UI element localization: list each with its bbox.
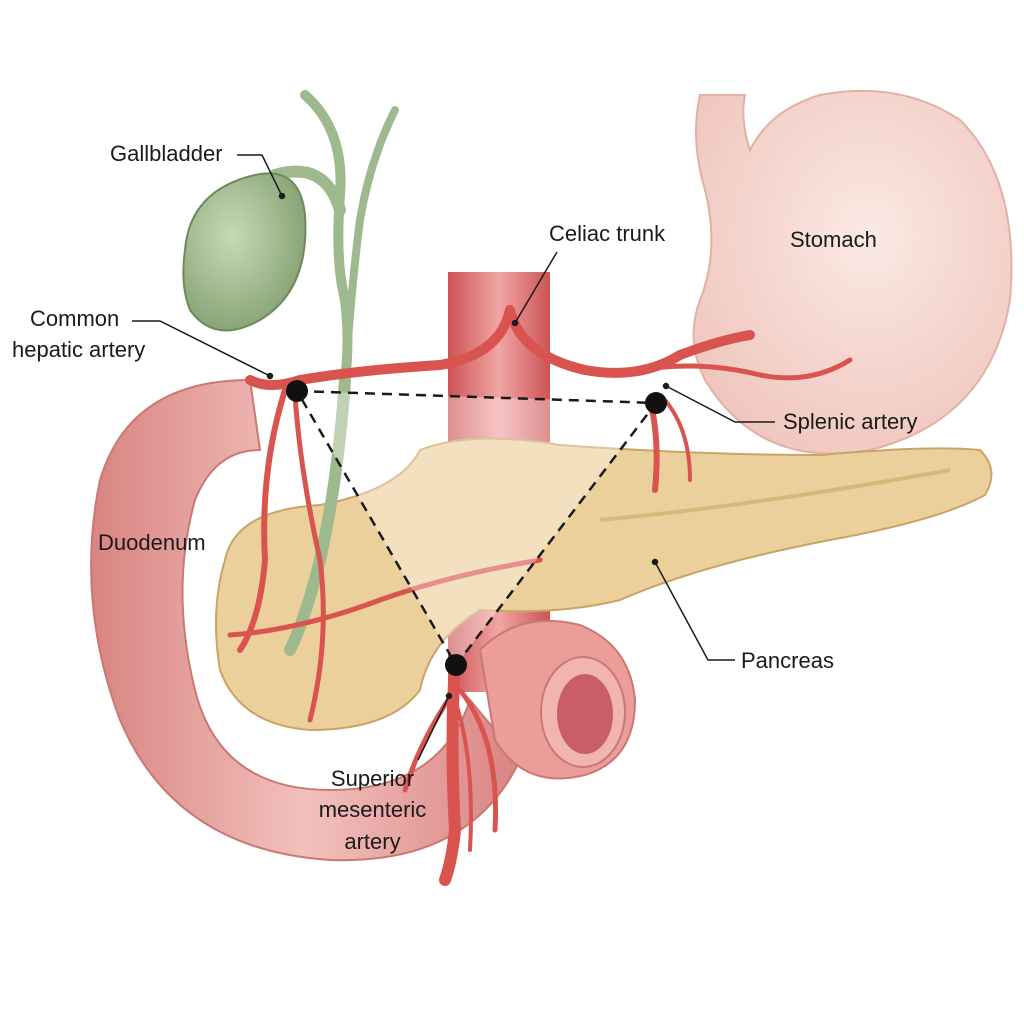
label-gallbladder: Gallbladder xyxy=(110,141,223,166)
label-stomach: Stomach xyxy=(790,227,877,252)
leader-common-hepatic xyxy=(132,320,271,377)
node-splenic xyxy=(645,392,667,414)
leader-sma xyxy=(417,695,450,761)
triangle-overlay xyxy=(286,380,667,676)
leader-lines xyxy=(132,154,775,761)
label-sma-2: mesenteric xyxy=(318,797,427,822)
label-splenic-artery: Splenic artery xyxy=(783,409,918,434)
label-pancreas: Pancreas xyxy=(741,648,834,673)
leader-gallbladder xyxy=(237,154,283,197)
label-sma-1: Superior xyxy=(330,766,415,791)
label-common-hepatic-1: Common xyxy=(30,306,120,331)
label-sma-3: artery xyxy=(344,829,401,854)
node-common-hepatic xyxy=(286,380,308,402)
stomach xyxy=(692,89,1013,455)
label-duodenum: Duodenum xyxy=(98,530,206,555)
label-common-hepatic-2: hepatic artery xyxy=(12,337,146,362)
pancreas xyxy=(215,437,993,732)
duodenum xyxy=(90,378,637,862)
label-celiac-trunk: Celiac trunk xyxy=(549,221,666,246)
leader-splenic xyxy=(665,385,775,423)
leader-celiac xyxy=(514,251,558,324)
arteries xyxy=(227,305,853,886)
leader-pancreas xyxy=(654,561,735,661)
node-sma xyxy=(445,654,467,676)
